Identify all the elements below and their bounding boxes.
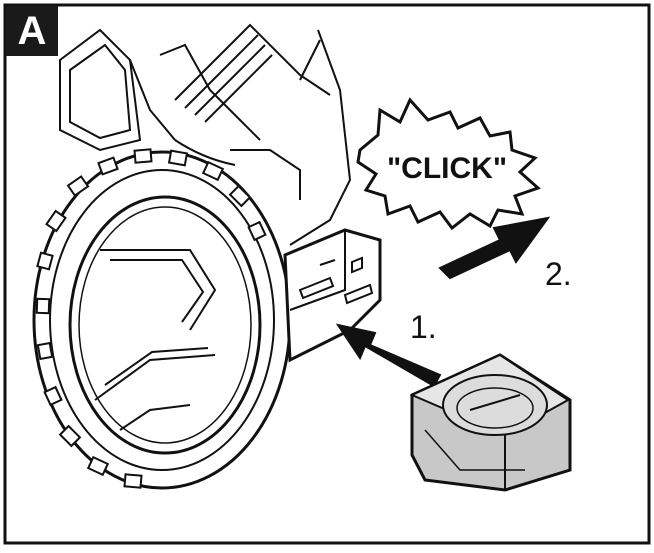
wheel [32,148,292,490]
battery-pack [409,353,572,492]
step-2-arrow [438,216,551,280]
panel-label: A [6,6,58,56]
click-burst [356,97,541,231]
rim-outer [68,195,262,455]
step-1-arrow [335,323,442,388]
tire-inner [49,169,275,471]
battery-socket [283,228,382,363]
tread-blocks [35,148,267,489]
click-callout-text: "CLICK" [387,152,507,185]
wheel-spokes [94,249,217,431]
step-2-label: 2. [545,256,572,292]
mower-body [59,23,352,246]
step-1-label: 1. [410,309,437,345]
rim-inner [78,206,252,444]
